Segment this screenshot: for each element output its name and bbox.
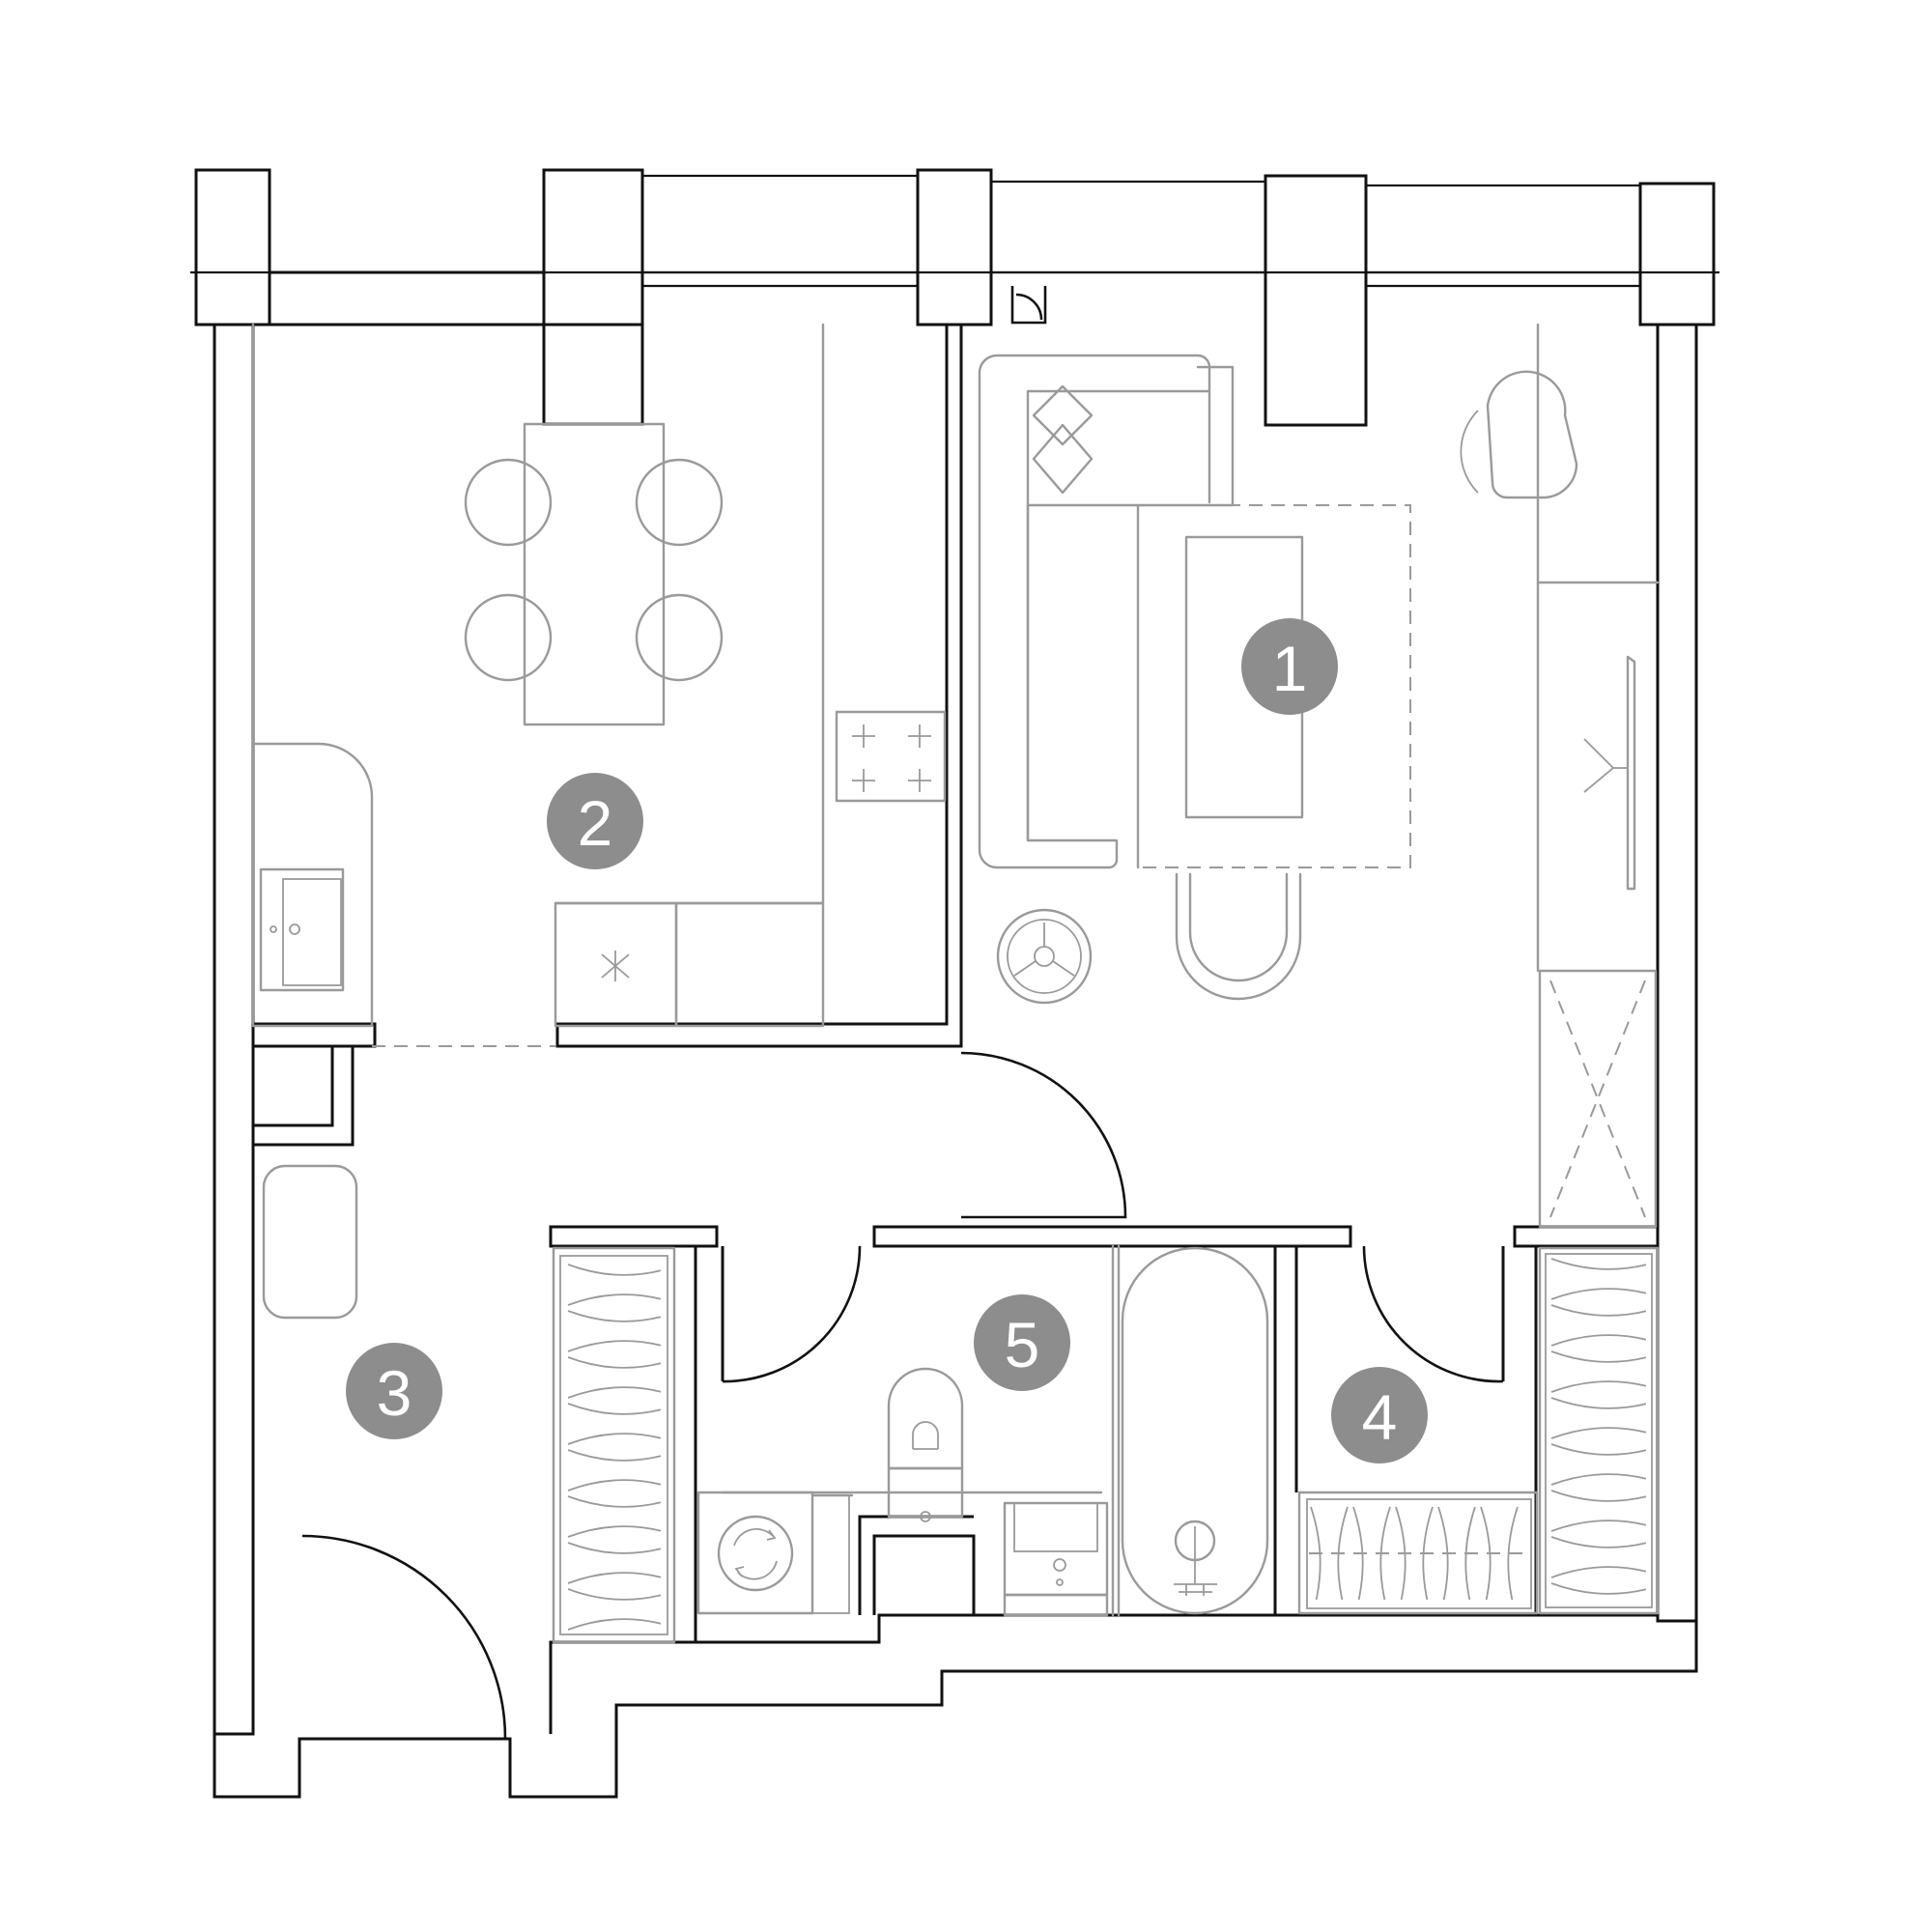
hanger <box>1422 1506 1434 1601</box>
hanger <box>1550 1288 1647 1300</box>
bench <box>262 1164 358 1320</box>
tv-icon <box>1626 655 1636 891</box>
hall-furniture <box>262 1164 676 1644</box>
hanger <box>567 1293 662 1306</box>
hanger <box>567 1588 662 1601</box>
kitchen-furniture <box>251 323 947 1047</box>
outer-walls <box>213 325 1698 1799</box>
room-number: 4 <box>1362 1381 1398 1453</box>
hanger <box>1550 1536 1647 1548</box>
hanger <box>1550 1304 1647 1317</box>
chair <box>464 593 553 682</box>
chair <box>635 593 724 682</box>
hanger <box>567 1386 662 1399</box>
sink-icon <box>259 867 345 992</box>
hangers-icon <box>1310 1506 1519 1601</box>
hanger <box>1550 1397 1647 1409</box>
cushion <box>1032 384 1094 446</box>
hanger <box>567 1264 662 1276</box>
room-badge-1: 1 <box>1241 618 1338 715</box>
wardrobe <box>1538 969 1658 1229</box>
hanger <box>567 1542 662 1554</box>
washing-machine <box>696 1491 814 1615</box>
hangers-icon <box>567 1264 662 1631</box>
hanger <box>567 1495 662 1508</box>
hanger <box>567 1433 662 1445</box>
hanger <box>567 1572 662 1584</box>
dining-table <box>523 422 666 726</box>
hanger <box>567 1356 662 1369</box>
hanger <box>1464 1506 1476 1601</box>
hanger <box>1437 1506 1449 1601</box>
hall-wardrobe <box>552 1246 676 1644</box>
door-wardrobe <box>1362 1245 1504 1383</box>
hanger <box>567 1403 662 1415</box>
door-entrance <box>301 1534 507 1740</box>
desk-chair <box>1486 370 1578 499</box>
hanger <box>567 1525 662 1538</box>
door-bathroom <box>722 1245 862 1383</box>
room-number: 3 <box>377 1357 412 1429</box>
hanger <box>1550 1473 1647 1486</box>
bathtub <box>1121 1246 1269 1615</box>
hangers-icon <box>1550 1258 1647 1595</box>
room-badge-3: 3 <box>346 1343 442 1439</box>
hanger <box>567 1310 662 1322</box>
hanger <box>1550 1566 1647 1578</box>
door-living-room <box>960 1051 1127 1219</box>
hanger <box>1379 1506 1391 1601</box>
toilet <box>887 1367 964 1470</box>
side-table <box>996 908 1093 1005</box>
cushion <box>1032 423 1094 495</box>
wardrobe-room <box>1297 1246 1660 1615</box>
sofa <box>978 354 1211 869</box>
hanger <box>1310 1506 1321 1601</box>
bathroom-fixtures <box>696 1244 1269 1617</box>
interior-walls <box>251 325 1660 1642</box>
hanger <box>1395 1506 1406 1601</box>
hanger <box>1507 1506 1519 1601</box>
room-badge-4: 4 <box>1331 1367 1428 1463</box>
hanger <box>567 1618 662 1631</box>
rug <box>1137 504 1411 868</box>
hanger <box>1352 1506 1364 1601</box>
hanger <box>1550 1380 1647 1393</box>
hanger <box>1550 1334 1647 1347</box>
hanger <box>567 1340 662 1352</box>
hob-icon <box>835 710 947 803</box>
room-number: 5 <box>1005 1309 1040 1380</box>
hanger <box>1480 1506 1492 1601</box>
wardrobe-low <box>1297 1491 1539 1615</box>
room-badge-2: 2 <box>547 773 643 869</box>
bath-sink <box>1003 1501 1109 1597</box>
wardrobe-tall <box>1538 1246 1660 1615</box>
hanger <box>1550 1350 1647 1363</box>
hanger <box>1550 1490 1647 1502</box>
facade-window-band <box>190 168 1719 427</box>
doors <box>301 1051 1504 1740</box>
hanger <box>1550 1520 1647 1532</box>
room-number: 1 <box>1272 633 1308 704</box>
hanger <box>1550 1443 1647 1456</box>
hanger <box>1337 1506 1349 1601</box>
hanger <box>567 1449 662 1462</box>
room-badge-5: 5 <box>974 1294 1070 1391</box>
hanger <box>1550 1258 1647 1270</box>
hanger <box>1550 1427 1647 1439</box>
chair <box>635 458 724 547</box>
armchair <box>1175 872 1302 1001</box>
hanger <box>567 1479 662 1492</box>
chair <box>464 458 553 547</box>
living-room-furniture <box>978 323 1660 1229</box>
room-number: 2 <box>578 787 613 859</box>
hanger <box>1550 1582 1647 1595</box>
